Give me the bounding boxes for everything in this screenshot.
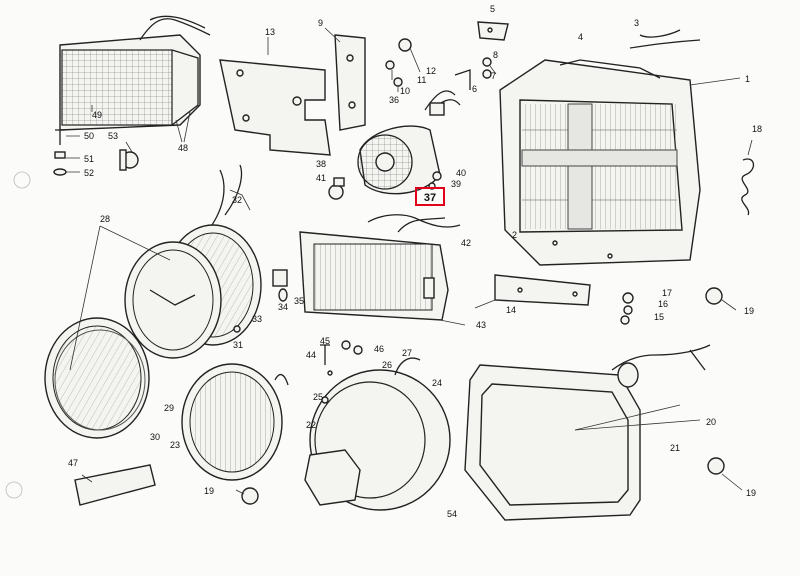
callout-12: 12 <box>426 66 436 76</box>
round-headlamp-set-left <box>44 164 262 439</box>
callout-33: 33 <box>252 314 262 324</box>
callout-4: 4 <box>578 32 583 42</box>
callout-7: 7 <box>491 71 496 81</box>
bulb-19-lower-right <box>707 457 743 491</box>
callout-15: 15 <box>654 312 664 322</box>
callout-42: 42 <box>461 238 471 248</box>
callout-54: 54 <box>447 509 457 519</box>
callout-labels: 1234567891011121314151617181920212223242… <box>68 4 762 519</box>
headlamp-bowl-54 <box>304 357 451 511</box>
callout-21: 21 <box>670 443 680 453</box>
callout-39: 39 <box>451 179 461 189</box>
callout-53: 53 <box>108 131 118 141</box>
small-clips-5-8 <box>454 21 509 90</box>
bulb-41 <box>328 177 345 200</box>
callout-46: 46 <box>374 344 384 354</box>
highlight-37: 37 <box>415 187 445 206</box>
callout-32: 32 <box>232 195 242 205</box>
callout-36: 36 <box>389 95 399 105</box>
bulb-53 <box>119 141 139 171</box>
callout-1: 1 <box>745 74 750 84</box>
rear-lamp-assembly <box>59 15 211 143</box>
callout-45: 45 <box>320 336 330 346</box>
callout-19-repeat: 19 <box>204 486 214 496</box>
callout-16: 16 <box>658 299 668 309</box>
callout-9: 9 <box>318 18 323 28</box>
callout-27: 27 <box>402 348 412 358</box>
sealed-beam-23 <box>181 363 289 481</box>
callout-51: 51 <box>84 154 94 164</box>
callout-22: 22 <box>306 420 316 430</box>
callout-8: 8 <box>493 50 498 60</box>
callout-40: 40 <box>456 168 466 178</box>
callout-29: 29 <box>164 403 174 413</box>
highlight-box <box>415 187 445 206</box>
nuts-34-35 <box>272 269 288 302</box>
callout-38: 38 <box>316 159 326 169</box>
callout-41: 41 <box>316 173 326 183</box>
bulb-19-right <box>705 287 737 311</box>
lens-47 <box>74 464 156 506</box>
callout-18: 18 <box>752 124 762 134</box>
callout-34: 34 <box>278 302 288 312</box>
callout-50: 50 <box>84 131 94 141</box>
callout-6: 6 <box>472 84 477 94</box>
callout-5: 5 <box>490 4 495 14</box>
callout-3: 3 <box>634 18 639 28</box>
callout-52: 52 <box>84 168 94 178</box>
bracket-13 <box>219 37 331 156</box>
callout-23: 23 <box>170 440 180 450</box>
bracket-9 <box>324 27 366 131</box>
callout-25: 25 <box>313 392 323 402</box>
rect-headlamp-lower <box>464 344 711 521</box>
callout-30: 30 <box>150 432 160 442</box>
callout-24: 24 <box>432 378 442 388</box>
callout-19-repeat: 19 <box>746 488 756 498</box>
nut-set-10-12 <box>385 38 421 92</box>
highlight-label: 37 <box>424 192 436 204</box>
callout-28: 28 <box>100 214 110 224</box>
callout-43: 43 <box>476 320 486 330</box>
callout-48: 48 <box>178 143 188 153</box>
rect-headlamp-main <box>499 29 741 266</box>
callout-2: 2 <box>512 230 517 240</box>
trim-bar-14 <box>474 274 591 309</box>
callout-11: 11 <box>417 75 426 85</box>
callout-19: 19 <box>744 306 754 316</box>
indicator-lamp-36 <box>357 90 461 195</box>
callout-20: 20 <box>706 417 716 427</box>
screw-set <box>53 129 80 176</box>
bulb-19-lower-left <box>235 487 259 505</box>
callout-17: 17 <box>662 288 672 298</box>
callout-10: 10 <box>400 86 410 96</box>
callout-14: 14 <box>506 305 516 315</box>
callout-26: 26 <box>382 360 392 370</box>
callout-35: 35 <box>294 296 304 306</box>
callout-47: 47 <box>68 458 78 468</box>
callout-13: 13 <box>265 27 275 37</box>
screws-44-46 <box>320 340 363 365</box>
callout-31: 31 <box>233 340 243 350</box>
front-lamp-43 <box>299 214 466 326</box>
callout-44: 44 <box>306 350 316 360</box>
callout-49: 49 <box>92 110 102 120</box>
washer-set-15-17 <box>620 292 634 325</box>
spring-18 <box>741 139 755 216</box>
